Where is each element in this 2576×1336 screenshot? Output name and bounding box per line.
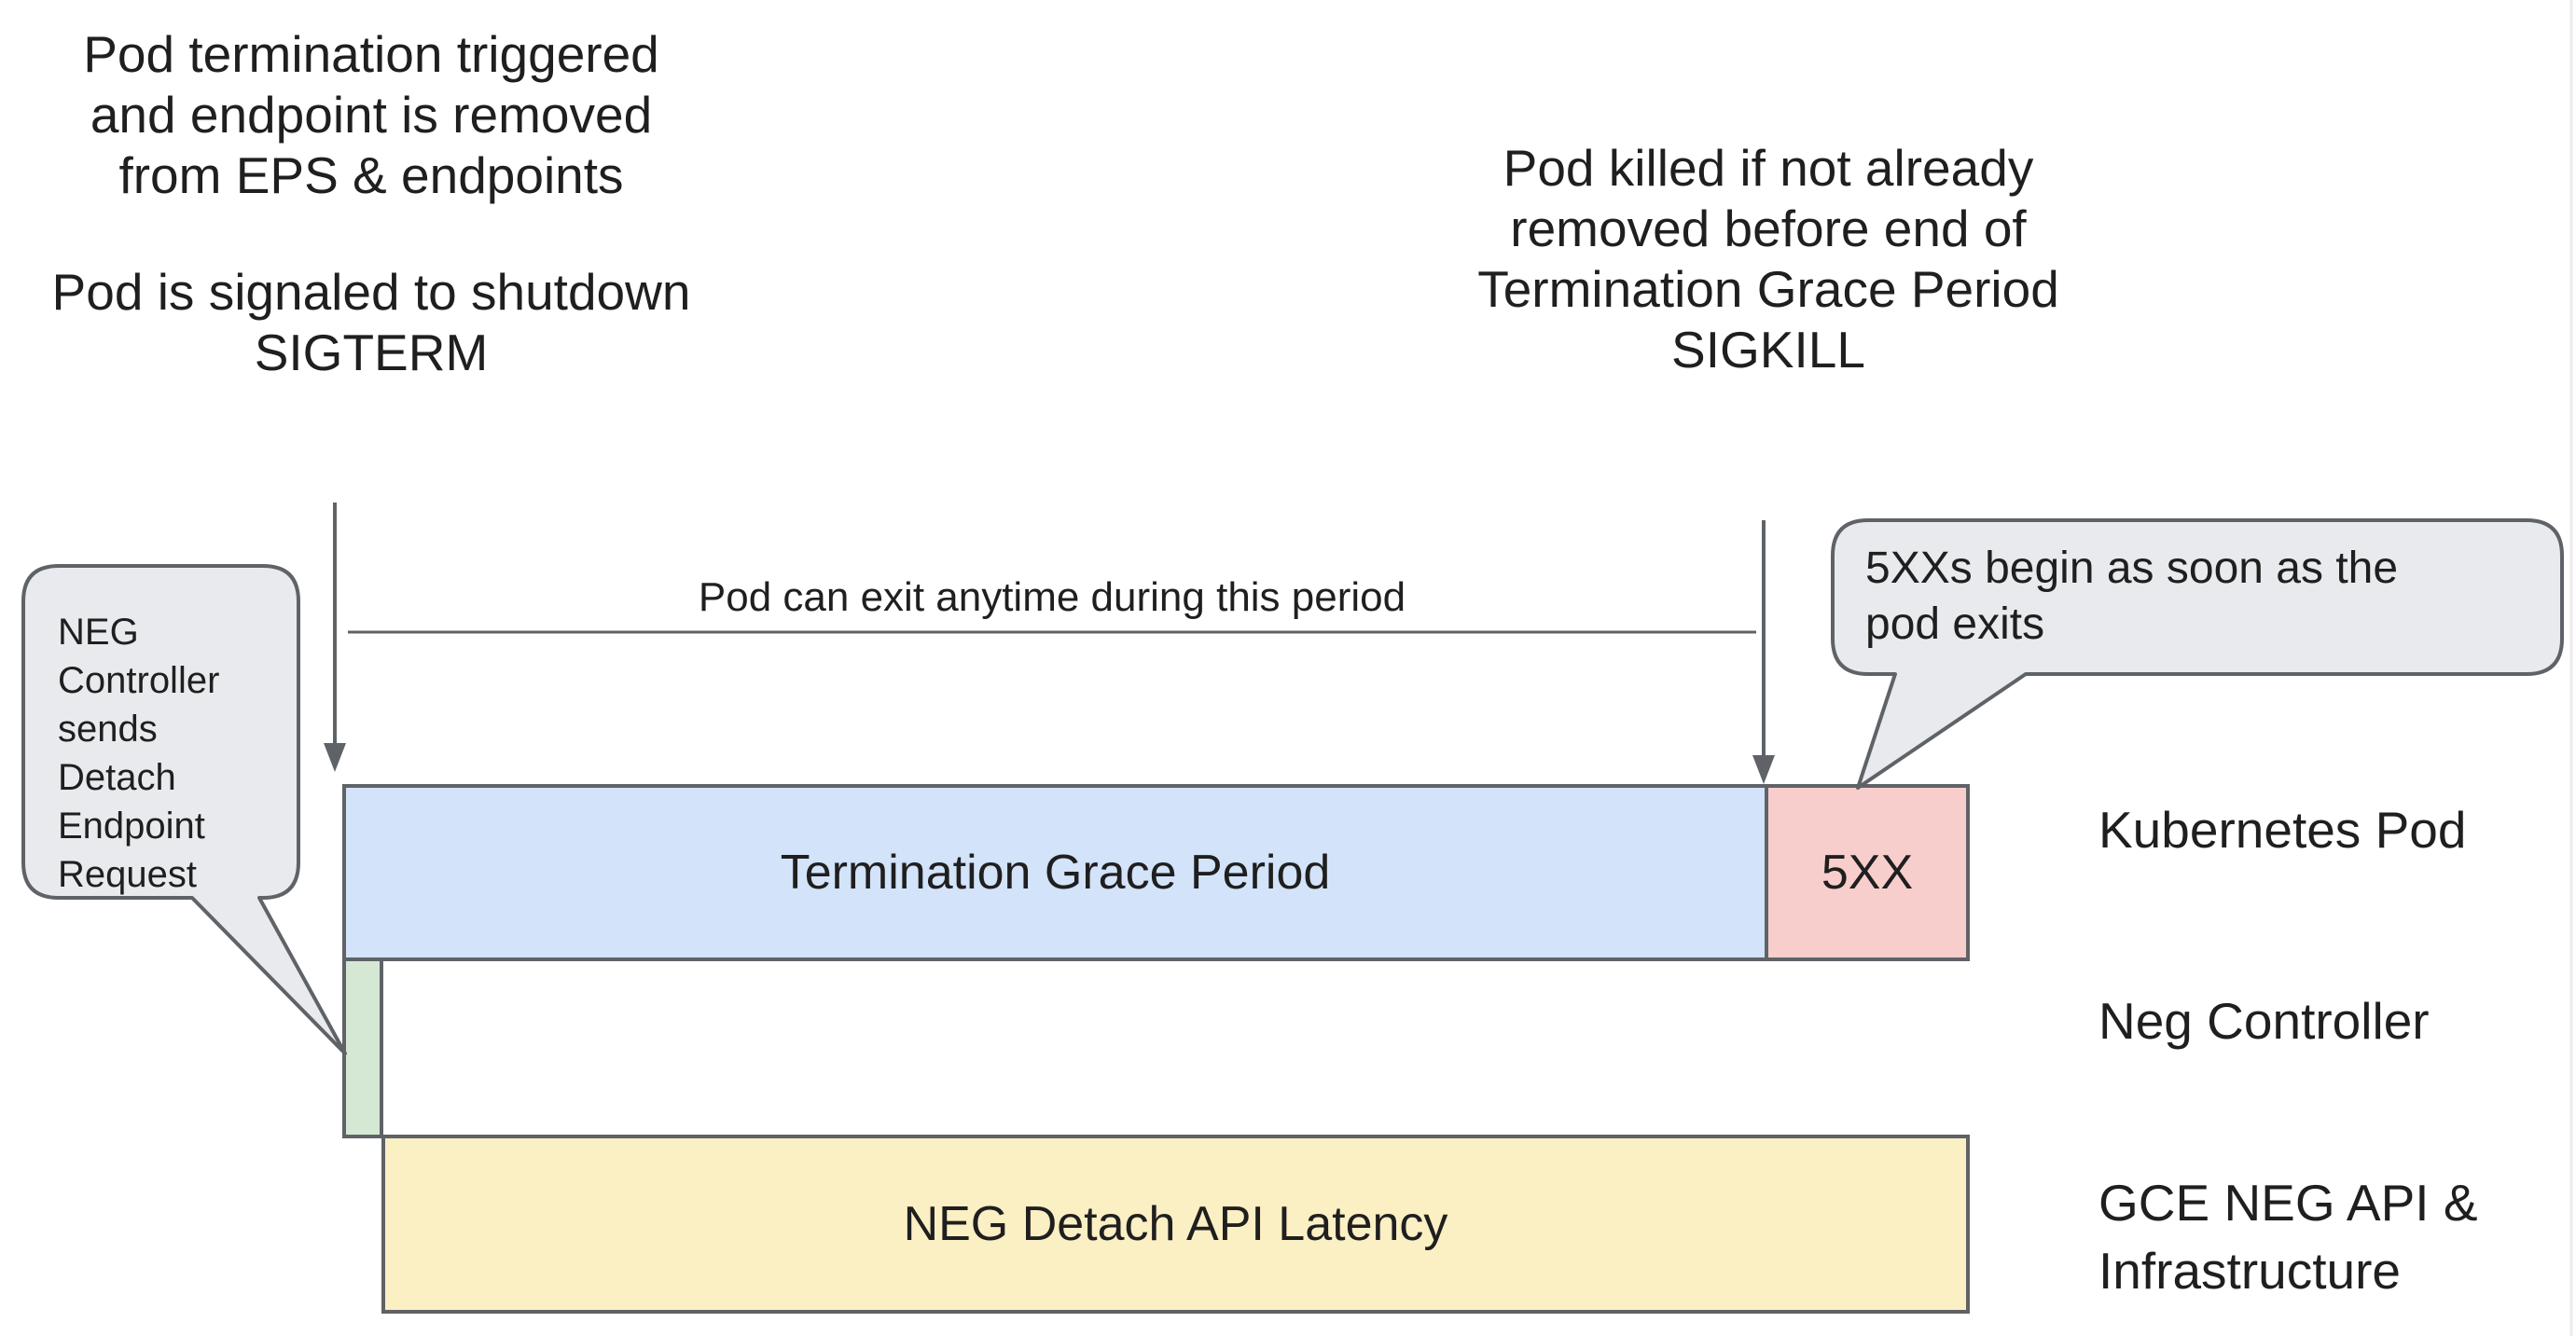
pod-signaled-note: Pod is signaled to shutdown SIGTERM (51, 263, 691, 381)
neg-detach-api-latency-bar: NEG Detach API Latency (381, 1135, 1970, 1314)
row-label-kubernetes-pod: Kubernetes Pod (2098, 801, 2467, 859)
pod-termination-note: Pod termination triggered and endpoint i… (83, 25, 659, 204)
sigkill-arrowhead-icon (1752, 755, 1775, 784)
row-label-neg-controller: Neg Controller (2098, 992, 2430, 1050)
row-label-gce-neg-api: GCE NEG API & Infrastructure (2098, 1174, 2478, 1300)
neg-controller-callout-bubble (21, 564, 347, 1055)
neg-controller-callout-text: NEG Controller sends Detach Endpoint Req… (58, 612, 220, 895)
pod-can-exit-label: Pod can exit anytime during this period (698, 574, 1406, 620)
neg-detach-api-latency-label: NEG Detach API Latency (903, 1197, 1448, 1251)
five-xx-callout-bubble (1831, 518, 2564, 790)
five-xx-label: 5XX (1821, 846, 1914, 900)
termination-grace-period-bar: Termination Grace Period (342, 784, 1768, 961)
termination-grace-period-label: Termination Grace Period (780, 846, 1331, 900)
five-xx-bar: 5XX (1765, 784, 1970, 961)
neg-detach-request-bar (342, 957, 383, 1138)
sigterm-arrowhead-icon (324, 743, 346, 772)
pod-killed-note: Pod killed if not already removed before… (1477, 139, 2059, 379)
five-xx-callout-text: 5XXs begin as soon as the pod exits (1865, 544, 2399, 649)
